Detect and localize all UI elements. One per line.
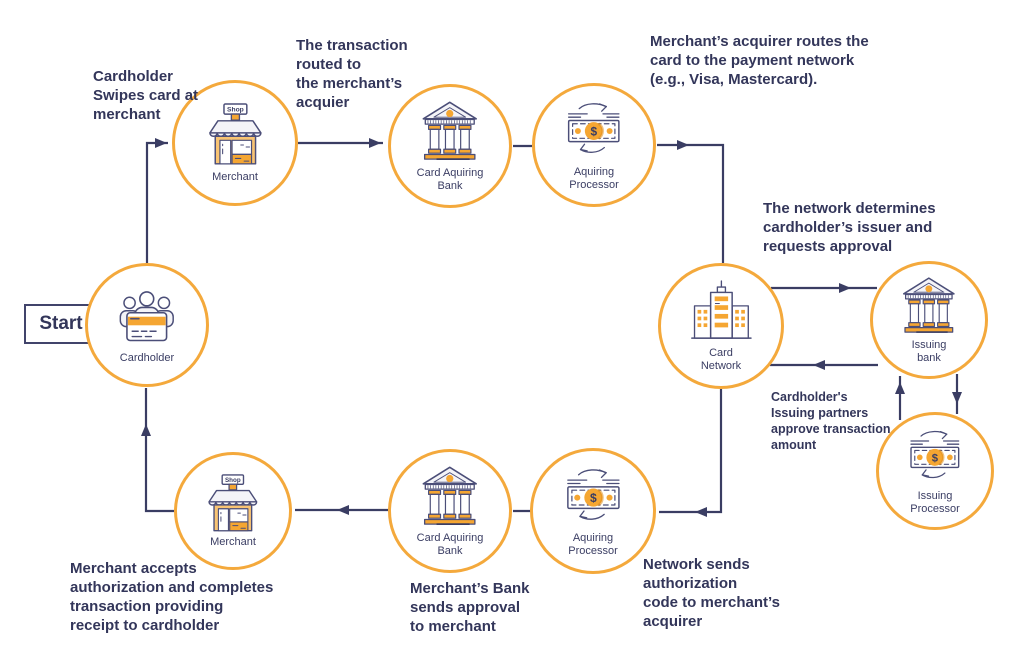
- annotation-acquirer-routes: Merchant’s acquirer routes the card to t…: [650, 33, 869, 88]
- node-merchant-top: Shop Merchant: [172, 80, 298, 206]
- money-processor-icon: $: [568, 103, 620, 154]
- node-card-acquiring-bank-top: Card Aquiring Bank: [388, 84, 512, 208]
- node-label: Aquiring Processor: [568, 532, 618, 558]
- shop-sign-label: Shop: [225, 476, 241, 483]
- connector-network-to-acquiring-processor: [659, 389, 723, 514]
- annotation-transaction-routed: The transaction routed to the merchant’s…: [296, 37, 408, 111]
- node-card-network: Card Network: [658, 263, 784, 389]
- connector-merchant-to-cardholder: [144, 388, 174, 513]
- annotation-network-determines: The network determines cardholder’s issu…: [763, 200, 936, 255]
- connector-cardholder-to-merchant: [145, 141, 168, 263]
- annotation-cardholder-swipes: Cardholder Swipes card at merchant: [93, 68, 199, 123]
- shop-icon: Shop: [208, 103, 262, 165]
- node-label: Issuing bank: [911, 338, 947, 364]
- dollar-sign: $: [590, 491, 597, 505]
- money-processor-icon: $: [566, 469, 620, 520]
- bank-icon: [903, 277, 955, 334]
- arrowhead-left: [813, 360, 825, 370]
- shop-icon: Shop: [208, 473, 258, 532]
- node-label: Merchant: [212, 170, 258, 183]
- annotation-network-sends-code: Network sends authorization code to merc…: [643, 556, 780, 630]
- cardholder-icon: [119, 291, 175, 342]
- arrowhead-left: [695, 507, 707, 517]
- bank-icon: [422, 101, 478, 161]
- annotation-merchant-accepts: Merchant accepts authorization and compl…: [70, 560, 274, 634]
- node-label: Aquiring Processor: [569, 165, 619, 191]
- dollar-sign: $: [591, 125, 598, 139]
- arrowhead-right: [839, 283, 851, 293]
- connector-processor-to-card-network: [657, 143, 725, 263]
- arrowhead-right: [677, 140, 689, 150]
- node-merchant-bottom: Shop Merchant: [174, 452, 292, 570]
- node-card-acquiring-bank-bottom: Card Aquiring Bank: [388, 449, 512, 573]
- annotation-bank-sends-approval: Merchant’s Bank sends approval to mercha…: [410, 580, 530, 635]
- node-label: Card Aquiring Bank: [416, 166, 484, 192]
- node-issuing-bank: Issuing bank: [870, 261, 988, 379]
- annotation-issuing-partners-approve: Cardholder's Issuing partners approve tr…: [771, 390, 891, 452]
- node-label: Issuing Processor: [910, 489, 960, 515]
- arrowhead-right: [155, 138, 167, 148]
- node-label: Card Network: [700, 347, 742, 373]
- arrowhead-right: [369, 138, 381, 148]
- node-cardholder: Cardholder: [85, 263, 209, 387]
- node-acquiring-processor-top: $ Aquiring Processor: [532, 83, 656, 207]
- city-buildings-icon: [690, 280, 752, 339]
- money-processor-icon: $: [910, 431, 960, 479]
- arrowhead-down: [952, 392, 962, 404]
- arrowhead-left: [337, 505, 349, 515]
- node-label: Card Aquiring Bank: [416, 531, 484, 557]
- node-label: Merchant: [210, 536, 256, 549]
- node-acquiring-processor-bottom: $ Aquiring Processor: [530, 448, 656, 574]
- start-label: Start: [39, 313, 83, 334]
- arrowhead-up: [141, 424, 151, 436]
- bank-icon: [422, 466, 478, 526]
- node-label: Cardholder: [119, 352, 175, 365]
- node-issuing-processor: $ Issuing Processor: [876, 412, 994, 530]
- shop-sign-label: Shop: [227, 107, 244, 114]
- dollar-sign: $: [932, 453, 939, 465]
- arrowhead-up: [895, 382, 905, 394]
